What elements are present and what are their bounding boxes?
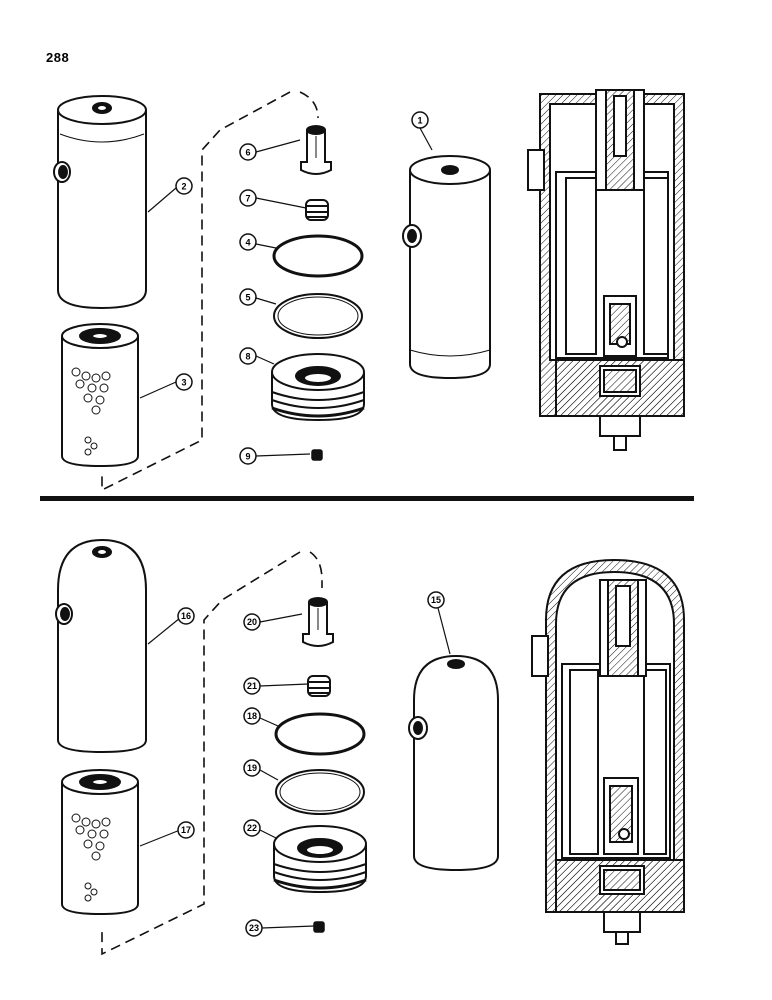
callout-2-label: 2 — [181, 182, 186, 192]
callout-1: 1 — [411, 111, 429, 129]
callout-6: 6 — [239, 143, 257, 161]
callout-8: 8 — [239, 347, 257, 365]
cross-section-bottom — [531, 558, 685, 945]
callout-3: 3 — [175, 373, 193, 391]
valve-6 — [300, 125, 332, 175]
callout-9-label: 9 — [245, 452, 250, 462]
callout-23: 23 — [245, 919, 263, 937]
callout-15: 15 — [427, 591, 445, 609]
base-8 — [271, 353, 365, 422]
callout-22: 22 — [243, 819, 261, 837]
callout-1-label: 1 — [417, 116, 422, 126]
callout-5: 5 — [239, 288, 257, 306]
callout-9: 9 — [239, 447, 257, 465]
spring-7 — [305, 199, 329, 221]
callout-4: 4 — [239, 233, 257, 251]
base-22 — [273, 825, 367, 894]
filter-element-17 — [61, 769, 139, 916]
assembly-bracket-top — [101, 91, 319, 492]
section-divider — [40, 496, 694, 501]
callout-16-label: 16 — [181, 611, 191, 621]
callout-23-label: 23 — [249, 923, 259, 933]
gasket-ring-19-inner — [279, 772, 361, 812]
valve-20 — [302, 597, 334, 647]
callout-20-label: 20 — [247, 617, 257, 627]
filter-assembly-15 — [408, 654, 499, 872]
page-number: 288 — [46, 50, 70, 65]
filter-element-3 — [61, 323, 139, 468]
o-ring-18 — [274, 712, 366, 756]
cross-section-top — [527, 89, 685, 451]
callout-16: 16 — [177, 607, 195, 625]
spring-21 — [307, 675, 331, 697]
callout-7-label: 7 — [245, 194, 250, 204]
callout-22-label: 22 — [247, 823, 257, 833]
callout-4-label: 4 — [245, 238, 250, 248]
callout-6-label: 6 — [245, 148, 250, 158]
callout-20: 20 — [243, 613, 261, 631]
gasket-ring-5 — [273, 293, 363, 339]
callout-21: 21 — [243, 677, 261, 695]
callout-3-label: 3 — [181, 378, 186, 388]
plug-9 — [311, 449, 323, 461]
callout-7: 7 — [239, 189, 257, 207]
o-ring-4 — [272, 234, 364, 278]
callout-18: 18 — [243, 707, 261, 725]
callout-15-label: 15 — [431, 595, 441, 605]
callout-5-label: 5 — [245, 293, 250, 303]
callout-18-label: 18 — [247, 711, 257, 721]
canister-2 — [53, 95, 147, 310]
plug-23 — [313, 921, 325, 933]
callout-leaders — [139, 127, 451, 929]
callout-8-label: 8 — [245, 352, 250, 362]
assembly-bracket-bottom — [101, 551, 323, 956]
callout-17-label: 17 — [181, 825, 191, 835]
callout-2: 2 — [175, 177, 193, 195]
gasket-ring-5-inner — [277, 296, 359, 336]
gasket-ring-19 — [275, 769, 365, 815]
canister-16 — [55, 538, 147, 754]
filter-assembly-1 — [402, 155, 491, 380]
callout-19: 19 — [243, 759, 261, 777]
callout-17: 17 — [177, 821, 195, 839]
callout-21-label: 21 — [247, 681, 257, 691]
callout-19-label: 19 — [247, 763, 257, 773]
